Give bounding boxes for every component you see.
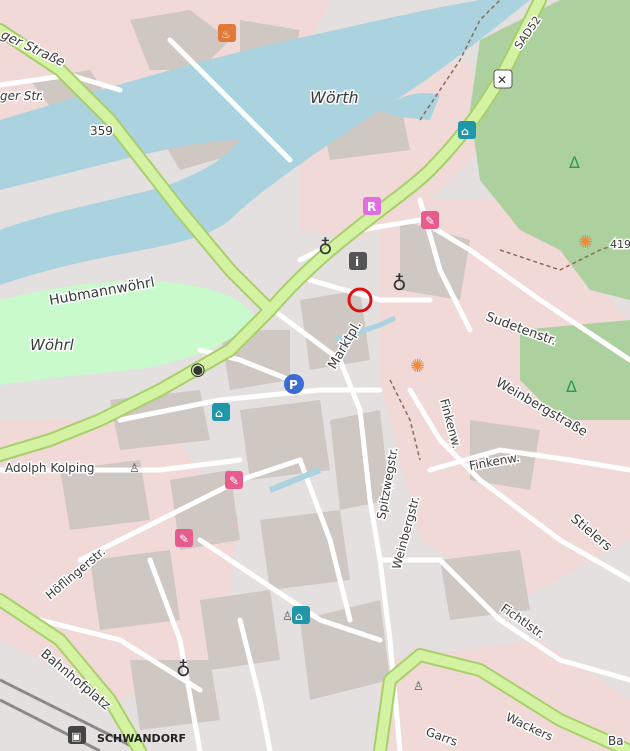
svg-text:R: R — [367, 200, 376, 214]
church-icon[interactable]: ♁ — [176, 657, 191, 681]
shop-icon[interactable]: ✎ — [421, 211, 439, 229]
svg-text:♙: ♙ — [129, 461, 140, 475]
svg-text:i: i — [355, 255, 359, 269]
svg-text:✎: ✎ — [179, 532, 189, 546]
svg-text:✺: ✺ — [410, 356, 425, 377]
museum-icon[interactable]: ⌂ — [458, 121, 476, 139]
peak-icon[interactable]: Δ — [569, 153, 580, 172]
attraction-icon[interactable]: ✺ — [578, 232, 593, 253]
svg-text:✎: ✎ — [229, 474, 239, 488]
river-naab — [0, 0, 530, 285]
svg-text:Δ: Δ — [566, 377, 577, 396]
svg-text:Δ: Δ — [569, 153, 580, 172]
svg-text:✕: ✕ — [497, 73, 507, 87]
forest-area-east — [520, 320, 630, 420]
svg-text:♙: ♙ — [282, 609, 293, 623]
svg-text:◉: ◉ — [190, 359, 206, 380]
label-woerth: Wörth — [310, 88, 359, 107]
label-road-359: 359 — [90, 124, 113, 138]
shop-icon[interactable]: ✎ — [175, 529, 193, 547]
svg-text:♁: ♁ — [392, 271, 407, 295]
label-woehrl: Wöhrl — [30, 336, 75, 354]
restaurant-icon[interactable]: R — [363, 197, 381, 215]
label-ba: Ba — [608, 734, 624, 748]
memorial-icon[interactable]: ♙ — [129, 461, 140, 475]
museum-icon[interactable]: ⌂ — [292, 606, 310, 624]
svg-text:♁: ♁ — [318, 235, 333, 259]
svg-text:♨: ♨ — [221, 28, 231, 41]
viewpoint-icon[interactable]: ◉ — [190, 359, 206, 380]
svg-text:⌂: ⌂ — [215, 407, 223, 420]
svg-text:⌂: ⌂ — [295, 610, 303, 623]
svg-text:♁: ♁ — [176, 657, 191, 681]
footpaths — [389, 0, 630, 461]
svg-text:P: P — [289, 378, 298, 392]
svg-text:✎: ✎ — [425, 214, 435, 228]
svg-text:⌂: ⌂ — [461, 125, 469, 138]
town-hall-icon[interactable]: ⌂ — [212, 403, 230, 421]
peak-icon[interactable]: Δ — [566, 377, 577, 396]
park-woehrl — [0, 280, 255, 385]
train-station-icon[interactable]: ▣ — [68, 726, 86, 744]
label-schwandorf: SCHWANDORF — [97, 732, 186, 745]
svg-text:▣: ▣ — [71, 730, 81, 743]
church-icon[interactable]: ♁ — [392, 271, 407, 295]
parking-icon[interactable]: P — [284, 374, 304, 394]
pond — [330, 100, 360, 135]
stream-marktpl — [334, 315, 397, 343]
svg-text:♙: ♙ — [413, 679, 424, 693]
location-marker-circle[interactable] — [347, 287, 373, 313]
memorial-icon[interactable]: ♙ — [413, 679, 424, 693]
stream — [268, 467, 322, 493]
attraction-icon[interactable]: ✺ — [410, 356, 425, 377]
label-elev-419: 419 — [610, 238, 630, 251]
mine-icon[interactable]: ✕ — [493, 69, 513, 89]
info-icon[interactable]: i — [349, 252, 367, 270]
label-adolph-kolping: Adolph Kolping — [5, 461, 94, 475]
church-icon[interactable]: ♁ — [318, 235, 333, 259]
fire-station-icon[interactable]: ♨ — [218, 24, 236, 42]
memorial-icon[interactable]: ♙ — [282, 609, 293, 623]
svg-text:✺: ✺ — [578, 232, 593, 253]
shop-icon[interactable]: ✎ — [225, 471, 243, 489]
label-ger-str: ger Str. — [0, 89, 44, 103]
